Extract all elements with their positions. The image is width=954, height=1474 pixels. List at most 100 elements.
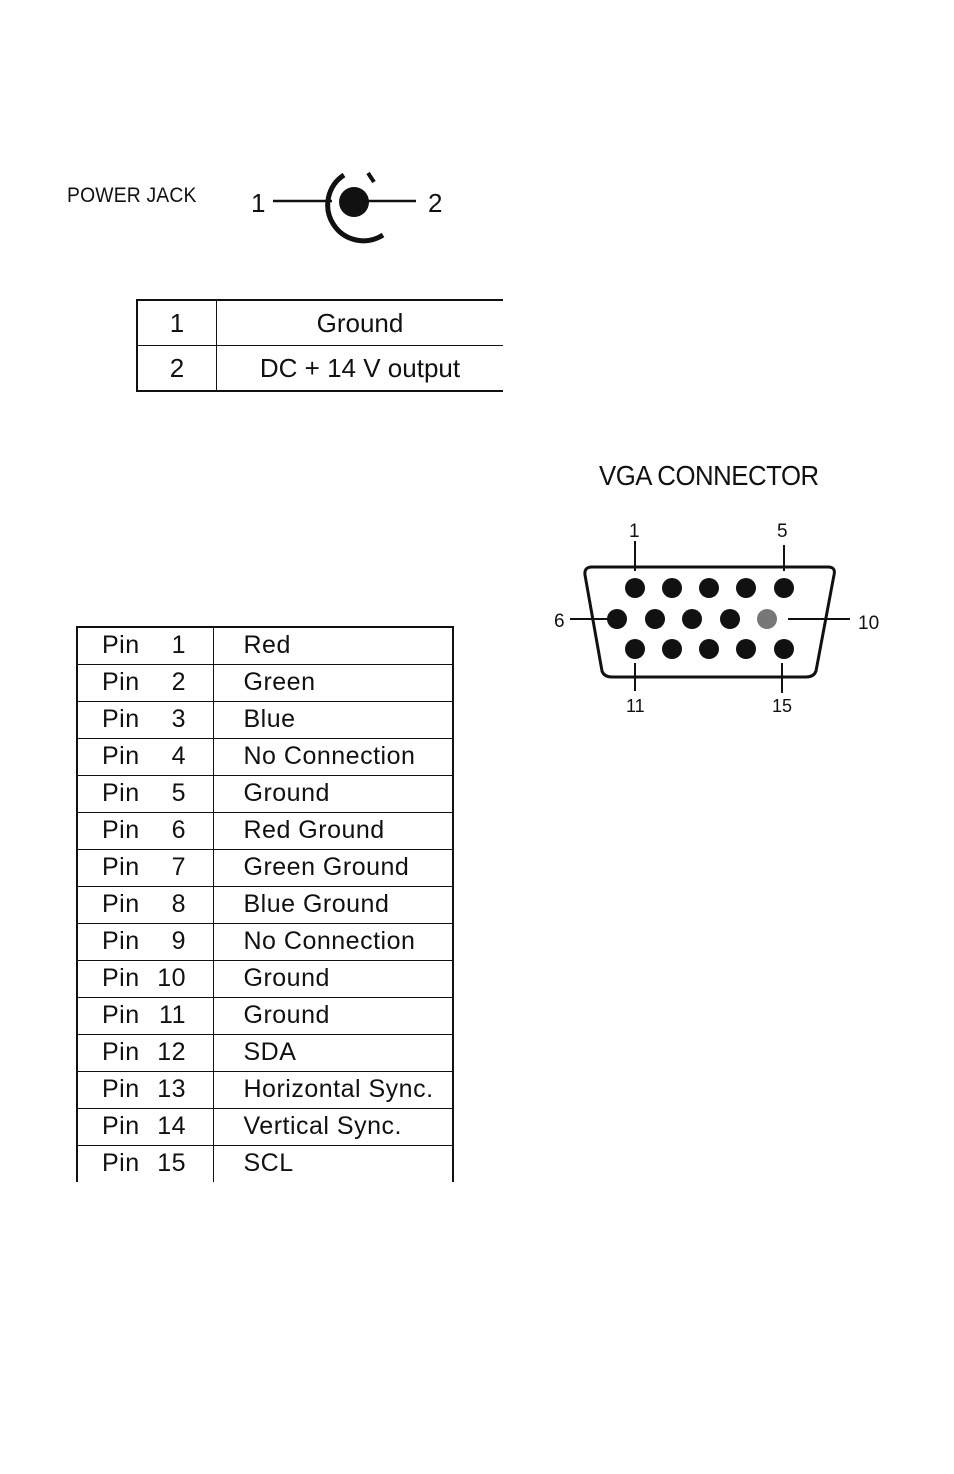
vga-pin-signal: Ground (213, 775, 453, 812)
vga-label-pin-5: 5 (777, 521, 788, 542)
vga-pin-signal: Ground (213, 997, 453, 1034)
vga-pin-number: 10 (152, 964, 186, 993)
vga-pin-dot-5 (774, 578, 794, 598)
vga-pin-signal: No Connection (213, 738, 453, 775)
vga-pin-word: Pin (102, 779, 152, 808)
vga-pin-dot-15 (774, 639, 794, 659)
vga-pin-dot-10 (757, 609, 777, 629)
vga-pin-dot-2 (662, 578, 682, 598)
vga-label-pin-10: 10 (858, 613, 879, 634)
vga-pin-dot-11 (625, 639, 645, 659)
power-jack-label: POWER JACK (67, 184, 197, 208)
vga-pin-number: 9 (152, 927, 186, 956)
power-jack-pin-2-label: 2 (428, 188, 442, 218)
vga-pin-dot-1 (625, 578, 645, 598)
vga-label-pin-1: 1 (629, 521, 640, 542)
power-pin-description: DC + 14 V output (217, 346, 504, 392)
vga-pin-dot-13 (699, 639, 719, 659)
vga-pin-dot-9 (720, 609, 740, 629)
vga-pin-signal: Green (213, 664, 453, 701)
vga-pin-signal: Vertical Sync. (213, 1108, 453, 1145)
vga-pin-signal: SDA (213, 1034, 453, 1071)
power-pin-description: Ground (217, 300, 504, 346)
vga-pin-dot-14 (736, 639, 756, 659)
vga-pin-signal: Blue (213, 701, 453, 738)
vga-label-pin-15: 15 (772, 696, 792, 715)
vga-pin-word: Pin (102, 853, 152, 882)
vga-connector-title: VGA CONNECTOR (599, 460, 819, 492)
vga-pin-word: Pin (102, 742, 152, 771)
vga-pin-number: 8 (152, 890, 186, 919)
vga-pin-number: 13 (152, 1075, 186, 1104)
vga-pin-dot-12 (662, 639, 682, 659)
vga-pin-signal: SCL (213, 1145, 453, 1182)
vga-pin-signal: Blue Ground (213, 886, 453, 923)
vga-pin-word: Pin (102, 705, 152, 734)
vga-pin-signal: Ground (213, 960, 453, 997)
vga-pin-word: Pin (102, 1149, 152, 1178)
vga-pin-word: Pin (102, 927, 152, 956)
vga-pin-number: 14 (152, 1112, 186, 1141)
vga-pin-word: Pin (102, 1001, 152, 1030)
vga-pin-number: 4 (152, 742, 186, 771)
vga-pin-signal: Red (213, 627, 453, 664)
vga-label-pin-6: 6 (554, 611, 565, 632)
vga-pin-number: 1 (152, 631, 186, 660)
vga-pin-number: 15 (152, 1149, 186, 1178)
power-pin-number: 2 (137, 346, 217, 392)
vga-pin-word: Pin (102, 964, 152, 993)
vga-pin-number: 11 (152, 1001, 186, 1030)
power-jack-pin-1-label: 1 (251, 188, 265, 218)
vga-pin-dot-7 (645, 609, 665, 629)
vga-pin-word: Pin (102, 890, 152, 919)
vga-pin-dot-3 (699, 578, 719, 598)
vga-pin-signal: No Connection (213, 923, 453, 960)
vga-pin-dot-6 (607, 609, 627, 629)
power-pin-number: 1 (137, 300, 217, 346)
vga-pin-word: Pin (102, 816, 152, 845)
vga-pin-word: Pin (102, 631, 152, 660)
vga-pin-word: Pin (102, 1075, 152, 1104)
vga-pin-number: 2 (152, 668, 186, 697)
vga-pin-signal: Red Ground (213, 812, 453, 849)
vga-pin-number: 7 (152, 853, 186, 882)
vga-pin-word: Pin (102, 668, 152, 697)
vga-pin-word: Pin (102, 1038, 152, 1067)
vga-pin-dot-8 (682, 609, 702, 629)
vga-connector-icon: 1 5 6 10 11 15 (540, 515, 900, 715)
vga-pin-number: 3 (152, 705, 186, 734)
vga-pin-signal: Green Ground (213, 849, 453, 886)
vga-pin-dot-4 (736, 578, 756, 598)
vga-pin-word: Pin (102, 1112, 152, 1141)
